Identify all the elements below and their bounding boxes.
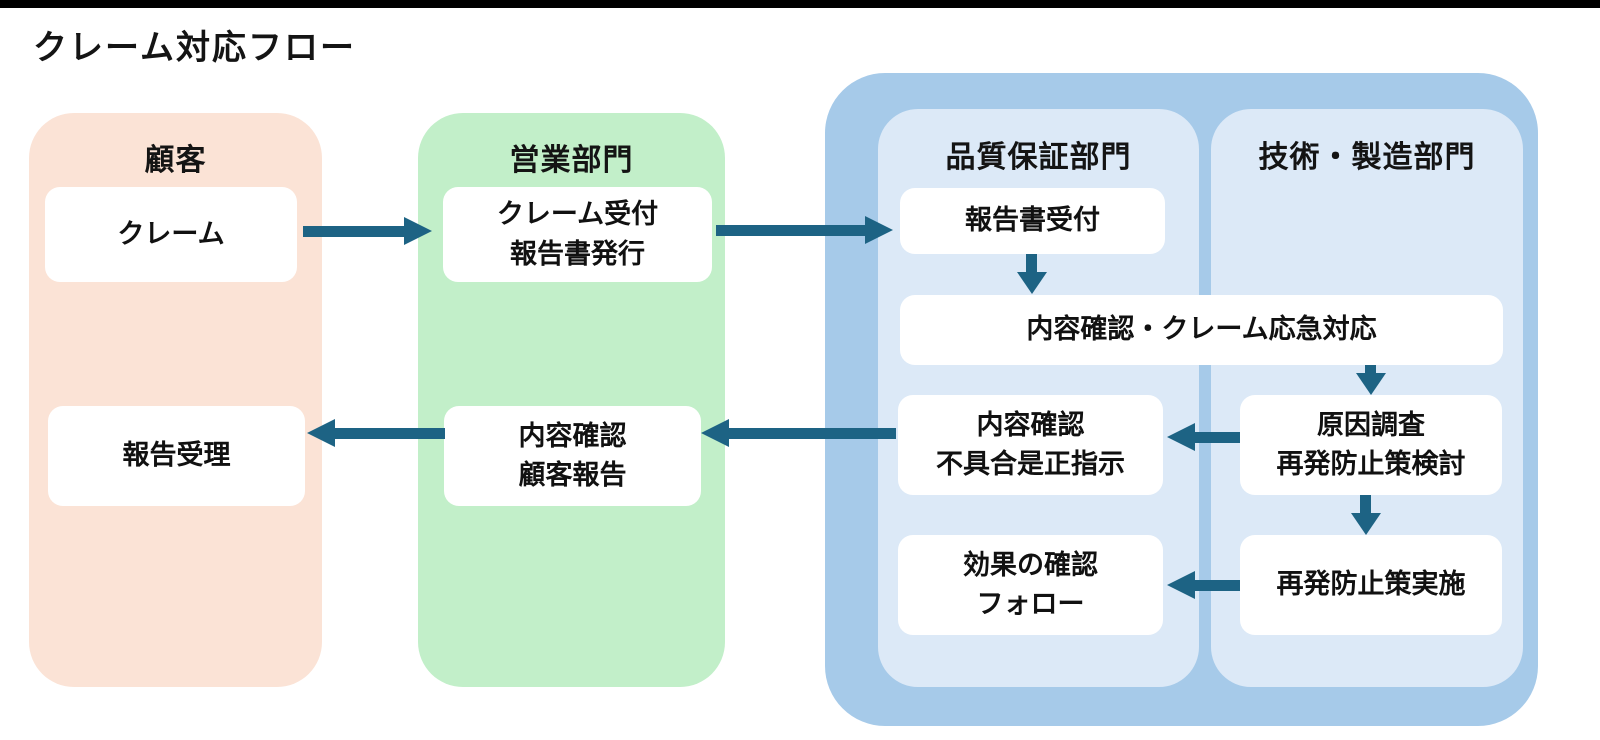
arrow-shaft — [1195, 432, 1240, 443]
node-claim-label: クレーム — [117, 218, 225, 249]
node-claim: クレーム — [45, 187, 297, 282]
arrow-head — [1351, 513, 1381, 535]
lane-header-sales: 営業部門 — [509, 144, 634, 177]
arrow-head — [701, 419, 729, 447]
node-prevention-implementation-label: 再発防止策実施 — [1276, 569, 1466, 600]
node-correction-instruction: 内容確認 不具合是正指示 — [898, 395, 1163, 495]
arrow-head — [307, 419, 335, 447]
arrow-shaft — [335, 428, 445, 439]
node-cause-investigation: 原因調査 再発防止策検討 — [1240, 395, 1502, 495]
arrow-shaft — [729, 428, 896, 439]
arrow-shaft — [716, 225, 865, 236]
node-prevention-implementation: 再発防止策実施 — [1240, 535, 1502, 635]
node-cause-investigation-line1: 原因調査 — [1317, 409, 1425, 440]
node-correction-instruction-line1: 内容確認 — [976, 409, 1085, 440]
arrow-head — [1167, 423, 1195, 451]
lane-header-customer: 顧客 — [144, 144, 207, 177]
node-customer-report: 内容確認 顧客報告 — [444, 406, 701, 506]
node-effect-check-line2: フォロー — [976, 589, 1085, 619]
arrow-head — [1167, 571, 1195, 599]
node-report-acceptance-label: 報告受理 — [122, 440, 231, 471]
node-effect-check-line1: 効果の確認 — [963, 549, 1098, 580]
node-emergency-response-label: 内容確認・クレーム応急対応 — [1026, 314, 1377, 345]
node-report-reception-label: 報告書受付 — [965, 205, 1100, 236]
diagram-title: クレーム対応フロー — [33, 29, 356, 67]
lane-header-qa: 品質保証部門 — [945, 141, 1132, 174]
arrow-head — [1017, 272, 1047, 294]
lane-header-tech: 技術・製造部門 — [1258, 141, 1476, 174]
node-effect-check: 効果の確認 フォロー — [898, 535, 1163, 635]
node-claim-reception: クレーム受付 報告書発行 — [443, 187, 712, 282]
arrow-shaft — [1195, 580, 1240, 591]
arrow-head — [404, 217, 432, 245]
node-report-acceptance: 報告受理 — [48, 406, 305, 506]
arrow-head — [865, 216, 893, 244]
node-correction-instruction-line2: 不具合是正指示 — [936, 449, 1125, 479]
arrow-head — [1356, 373, 1386, 395]
node-customer-report-line2: 顧客報告 — [518, 460, 627, 490]
node-customer-report-line1: 内容確認 — [518, 420, 627, 451]
arrow-shaft — [1026, 254, 1037, 272]
node-claim-reception-line2: 報告書発行 — [510, 238, 645, 269]
top-border-bar — [0, 0, 1600, 8]
arrow-shaft — [1360, 495, 1371, 513]
node-claim-reception-line1: クレーム受付 — [496, 199, 659, 230]
arrow-shaft — [303, 226, 404, 237]
arrow-shaft — [1365, 365, 1376, 374]
node-report-reception: 報告書受付 — [900, 188, 1165, 254]
node-emergency-response: 内容確認・クレーム応急対応 — [900, 295, 1503, 365]
node-cause-investigation-line2: 再発防止策検討 — [1276, 449, 1466, 479]
